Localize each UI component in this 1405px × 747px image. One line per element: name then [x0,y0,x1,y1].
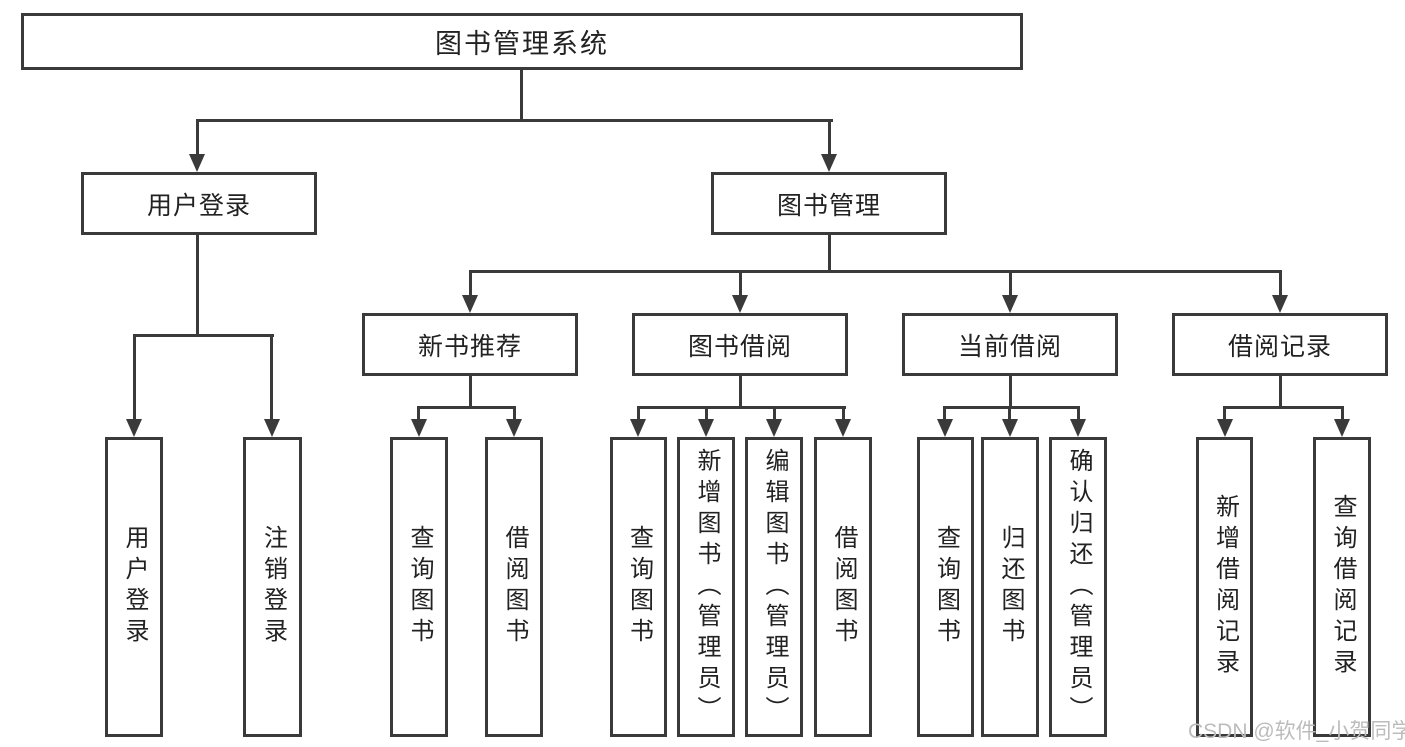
leaf-user-login: 用户登录 [105,437,163,737]
leaf-label: 归还图书 [997,525,1024,649]
connector-line [739,270,742,298]
leaf-edit-books-admin: 编辑图书（管理员） [745,437,803,737]
connector-line [469,376,472,409]
node-label: 图书借阅 [687,332,792,361]
leaf-label: 新增借阅记录 [1211,494,1239,680]
connector-line [469,270,472,298]
connector-line [133,334,274,337]
node-current-borrowing: 当前借阅 [902,313,1118,376]
node-book-borrowing: 图书借阅 [632,313,848,376]
connector-line [943,406,946,422]
node-label: 当前借阅 [957,332,1062,361]
arrowhead-down-icon [506,419,522,437]
arrowhead-down-icon [264,419,280,437]
connector-line [469,270,1282,273]
node-label: 借阅记录 [1227,332,1332,361]
arrowhead-down-icon [821,154,837,172]
leaf-label: 查询借阅记录 [1329,494,1356,680]
arrowhead-down-icon [1070,419,1086,437]
connector-line [943,406,1080,409]
arrowhead-down-icon [462,295,478,313]
connector-line [637,406,640,422]
arrowhead-down-icon [698,419,714,437]
leaf-label: 注销登录 [259,525,287,649]
leaf-logout: 注销登录 [243,437,302,737]
leaf-label: 借阅图书 [501,525,528,649]
arrowhead-down-icon [1272,295,1288,313]
connector-line [270,334,273,421]
connector-line [1279,376,1282,409]
arrowhead-down-icon [411,419,427,437]
leaf-confirm-return-admin: 确认归还（管理员） [1049,437,1107,737]
connector-line [513,406,516,422]
node-borrowing-records: 借阅记录 [1172,313,1388,376]
leaf-borrow-books: 借阅图书 [814,437,872,737]
connector-line [828,119,831,157]
leaf-label: 新增图书（管理员） [693,447,720,727]
connector-line [520,70,523,121]
arrowhead-down-icon [732,295,748,313]
connector-line [773,406,776,422]
connector-line [133,334,136,421]
connector-line [196,119,833,122]
connector-line [1341,406,1344,422]
connector-line [417,406,516,409]
leaf-label: 用户登录 [121,525,148,649]
leaf-label: 确认归还（管理员） [1065,447,1092,727]
node-new-book-recommend: 新书推荐 [362,313,578,376]
arrowhead-down-icon [1334,419,1350,437]
connector-line [1077,406,1080,422]
node-label: 图书管理 [776,191,881,220]
node-label: 用户登录 [146,191,251,220]
leaf-return-books: 归还图书 [981,437,1039,737]
connector-line [637,406,846,409]
arrowhead-down-icon [1217,419,1233,437]
arrowhead-down-icon [1002,419,1018,437]
arrowhead-down-icon [937,419,953,437]
node-book-management-branch: 图书管理 [711,172,947,235]
leaf-label: 查询图书 [406,525,433,649]
connector-line [196,119,199,157]
connector-line [1223,406,1226,422]
node-label: 图书管理系统 [435,29,609,59]
leaf-label: 查询图书 [932,525,960,649]
leaf-borrow-books-recommend: 借阅图书 [485,437,543,737]
connector-line [417,406,420,422]
connector-line [196,235,199,337]
connector-line [705,406,708,422]
leaf-query-books-recommend: 查询图书 [390,437,448,737]
connector-line [739,376,742,409]
leaf-query-borrow-record: 查询借阅记录 [1313,437,1371,737]
connector-line [1008,406,1011,422]
leaf-label: 借阅图书 [830,525,857,649]
leaf-add-books-admin: 新增图书（管理员） [677,437,735,737]
leaf-query-books-borrowing: 查询图书 [610,437,667,737]
node-system-root: 图书管理系统 [21,13,1023,70]
leaf-add-borrow-record: 新增借阅记录 [1196,437,1253,737]
leaf-label: 编辑图书（管理员） [761,447,788,727]
arrowhead-down-icon [766,419,782,437]
connector-line [1009,376,1012,409]
arrowhead-down-icon [835,419,851,437]
connector-line [842,406,845,422]
leaf-label: 查询图书 [625,525,653,649]
leaf-query-books-current: 查询图书 [917,437,974,737]
arrowhead-down-icon [189,154,205,172]
arrowhead-down-icon [126,419,142,437]
connector-line [1223,406,1344,409]
arrowhead-down-icon [1002,295,1018,313]
connector-line [1009,270,1012,298]
connector-line [828,235,831,273]
connector-line [1279,270,1282,298]
arrowhead-down-icon [630,419,646,437]
node-user-login-branch: 用户登录 [81,172,317,235]
node-label: 新书推荐 [417,332,522,361]
watermark: CSDN @软件_小贺同学 [1188,720,1405,743]
